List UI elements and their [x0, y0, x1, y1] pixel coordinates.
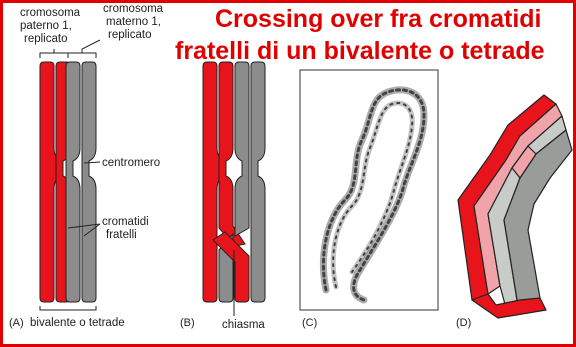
centromere-pointer [83, 161, 101, 164]
inner-chromatid-gray-top [234, 61, 250, 237]
panel-c: (C) [299, 69, 439, 329]
panel-d: (D) [456, 94, 573, 329]
maternal-bracket [67, 39, 101, 58]
paternal-label-line3: replicato [24, 33, 67, 45]
title-line-1: Crossing over fra cromatidi [215, 5, 542, 33]
centromere-label: centromero [102, 157, 160, 169]
inner-chromatid-red-bottom [212, 231, 250, 303]
micrograph-bivalent [319, 86, 428, 304]
maternal-chromatid-1 [65, 61, 81, 303]
maternal-label-line3: replicato [108, 29, 151, 41]
sister-chromatids-label-line2: fratelli [106, 229, 137, 241]
panel-d-label: (D) [456, 317, 471, 329]
bivalent-label: bivalente o tetrade [30, 317, 125, 329]
upper-loop-light-red [511, 145, 537, 179]
maternal-label-line1: cromosoma [103, 3, 164, 15]
maternal-chromatid-outer [250, 61, 266, 303]
paternal-label-line1: cromosoma [20, 7, 81, 19]
panel-c-label: (C) [302, 317, 317, 329]
paternal-bracket [39, 49, 69, 58]
maternal-label-line2: materno 1, [106, 16, 161, 28]
maternal-chromatid-2 [81, 61, 97, 303]
bivalent-bracket [39, 306, 97, 311]
panel-a: cromosoma paterno 1, replicato cromosoma… [9, 3, 164, 329]
panel-b: chiasma (B) [180, 61, 266, 331]
panel-b-label: (B) [180, 317, 195, 329]
paternal-label-line2: paterno 1, [20, 20, 72, 32]
sister-chromatids-pointer [67, 223, 101, 237]
maternal-chromatid-d2 [503, 129, 573, 307]
title-line-2: fratelli di un bivalente o tetrade [175, 37, 545, 65]
inner-chromatid-red-top [218, 61, 246, 247]
lower-lobe-red [471, 293, 547, 319]
chiasma-label: chiasma [222, 319, 265, 331]
panel-a-label: (A) [9, 317, 24, 329]
sister-chromatids-label-line1: cromatidi [102, 216, 149, 228]
